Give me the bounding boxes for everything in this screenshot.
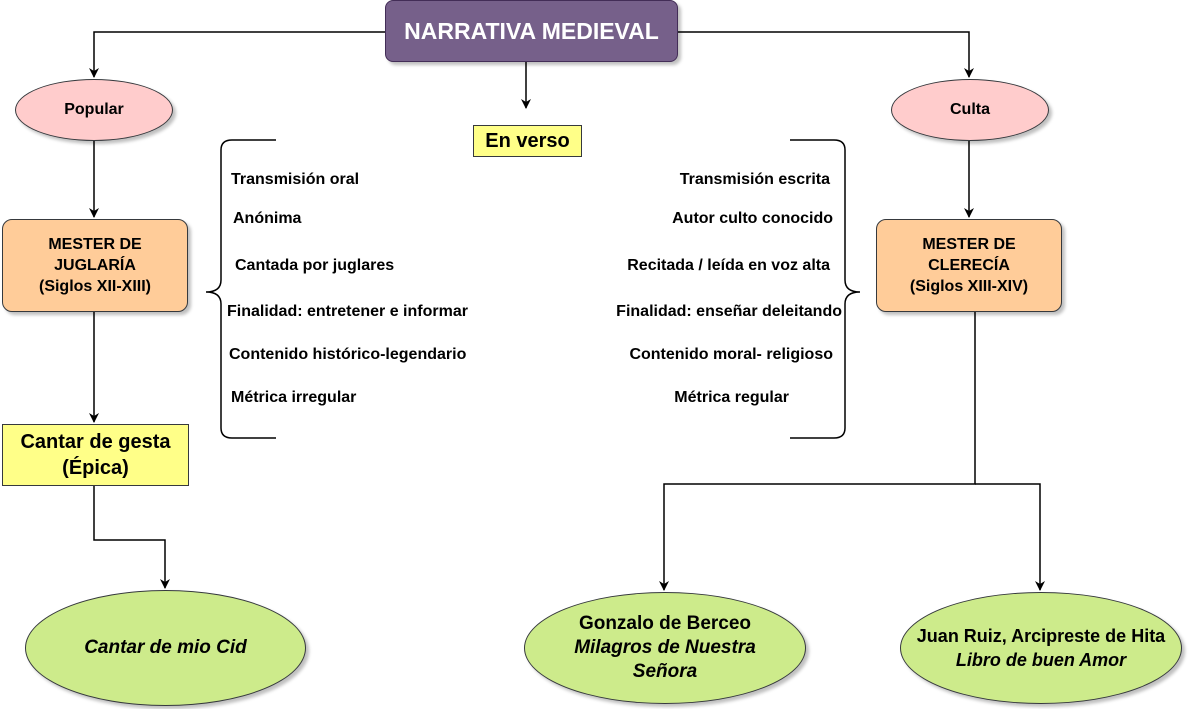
mester-clerecia-node: MESTER DE CLERECÍA (Siglos XIII-XIV): [876, 219, 1062, 312]
feature-juglaria: Finalidad: entretener e informar: [227, 303, 468, 320]
juglaria-line3: (Siglos XII-XIII): [38, 278, 151, 295]
en-verso-node: En verso: [473, 125, 582, 157]
feature-clerecia: Autor culto conocido: [672, 210, 833, 227]
feature-juglaria: Cantada por juglares: [235, 257, 395, 274]
title-text: NARRATIVA MEDIEVAL: [404, 17, 659, 44]
popular-text: Popular: [64, 101, 124, 118]
feature-clerecia: Métrica regular: [674, 389, 789, 406]
berceo-author: Gonzalo de Berceo: [578, 613, 752, 634]
juan-ruiz-node: Juan Ruiz, Arcipreste de Hita Libro de b…: [900, 592, 1182, 704]
juglaria-line2: JUGLARÍA: [54, 257, 136, 274]
clerecia-line3: (Siglos XIII-XIV): [909, 278, 1029, 295]
title-node: NARRATIVA MEDIEVAL: [385, 0, 678, 62]
left-brace: [205, 139, 276, 439]
gesta-line1: Cantar de gesta: [20, 431, 171, 453]
clerecia-line2: CLERECÍA: [928, 257, 1010, 274]
feature-clerecia: Finalidad: enseñar deleitando: [616, 303, 842, 320]
feature-juglaria: Métrica irregular: [231, 389, 357, 406]
berceo-node: Gonzalo de Berceo Milagros de Nuestra Se…: [524, 592, 806, 704]
gesta-line2: (Épica): [62, 457, 129, 479]
feature-clerecia: Contenido moral- religioso: [629, 346, 833, 363]
feature-juglaria: Contenido histórico-legendario: [229, 346, 467, 363]
feature-juglaria: Anónima: [233, 210, 302, 227]
clerecia-line1: MESTER DE: [922, 236, 1016, 253]
culta-node: Culta: [891, 79, 1049, 141]
berceo-work-line1: Milagros de Nuestra: [574, 637, 756, 658]
cantar-mio-cid-node: Cantar de mio Cid: [25, 590, 306, 706]
popular-node: Popular: [15, 79, 173, 141]
juglaria-line1: MESTER DE: [48, 236, 142, 253]
mester-juglaria-node: MESTER DE JUGLARÍA (Siglos XII-XIII): [2, 219, 188, 312]
en-verso-text: En verso: [485, 130, 570, 152]
berceo-work-line2: Señora: [632, 661, 698, 682]
feature-clerecia: Transmisión escrita: [679, 171, 830, 188]
feature-juglaria: Transmisión oral: [231, 171, 360, 188]
feature-clerecia: Recitada / leída en voz alta: [627, 257, 830, 274]
right-brace: [790, 139, 861, 439]
cid-text: Cantar de mio Cid: [84, 637, 247, 658]
cantar-gesta-node: Cantar de gesta (Épica): [2, 424, 189, 486]
culta-text: Culta: [950, 101, 990, 118]
ruiz-work: Libro de buen Amor: [955, 650, 1127, 670]
ruiz-author: Juan Ruiz, Arcipreste de Hita: [916, 626, 1166, 646]
